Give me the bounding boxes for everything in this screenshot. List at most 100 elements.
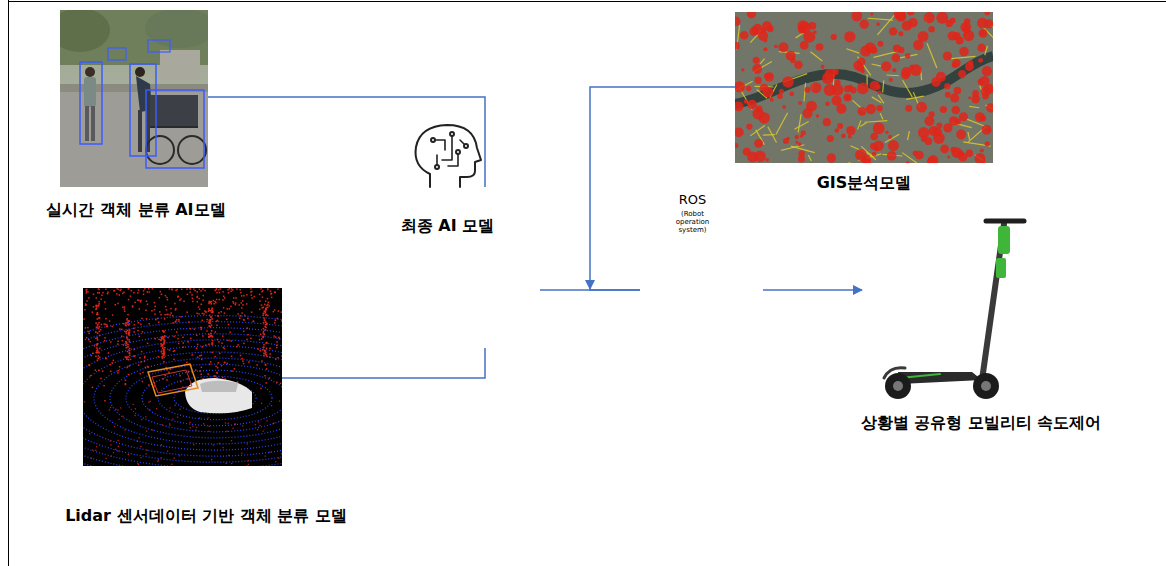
lidar-points-part bbox=[263, 313, 265, 315]
lidar-points-part bbox=[274, 309, 276, 311]
lidar-scan-rings-part bbox=[83, 340, 282, 456]
lidar-points-part bbox=[144, 288, 146, 290]
gis-hotspots-part bbox=[837, 123, 843, 129]
lidar-points-part bbox=[83, 318, 85, 320]
lidar-points-part bbox=[140, 324, 142, 326]
gis-hotspots-part bbox=[743, 148, 751, 156]
lidar-points-part bbox=[175, 405, 176, 406]
lidar-points-part bbox=[163, 350, 165, 352]
lidar-points-part bbox=[222, 299, 224, 301]
gis-hotspots-part bbox=[982, 66, 992, 76]
lidar-points-part bbox=[129, 352, 131, 354]
lidar-points-part bbox=[160, 291, 162, 293]
lidar-points-part bbox=[265, 382, 267, 384]
gis-hotspots-part bbox=[980, 148, 984, 152]
lidar-scan-rings-part bbox=[83, 328, 282, 466]
gis-hotspots-part bbox=[918, 31, 929, 42]
lidar-points-part bbox=[170, 369, 172, 371]
gis-hotspots-part bbox=[816, 114, 820, 118]
lidar-points-part bbox=[92, 449, 93, 450]
gis-hotspots-part bbox=[887, 151, 897, 161]
lidar-points-part bbox=[134, 324, 136, 326]
lidar-points-part bbox=[96, 352, 98, 354]
lidar-points-part bbox=[186, 362, 188, 364]
lidar-points-part bbox=[199, 308, 201, 310]
lidar-points-part bbox=[106, 326, 108, 328]
lidar-points-part bbox=[128, 454, 129, 455]
gis-hotspots-part bbox=[798, 101, 802, 105]
lidar-points-part bbox=[227, 363, 229, 365]
lidar-points-part bbox=[265, 309, 267, 311]
lidar-points-part bbox=[170, 308, 172, 310]
gis-hotspots-part bbox=[827, 135, 834, 142]
lidar-points-part bbox=[122, 340, 124, 342]
lidar-points-part bbox=[255, 424, 256, 425]
gis-hotspots-part bbox=[936, 72, 946, 82]
lidar-points-part bbox=[203, 295, 205, 297]
gis-hotspots-part bbox=[777, 94, 783, 100]
gis-hotspots-part bbox=[936, 123, 942, 129]
lidar-points-part bbox=[228, 455, 229, 456]
gis-hotspots-part bbox=[825, 102, 830, 107]
gis-hotspots-part bbox=[873, 140, 883, 150]
lidar-points-part bbox=[96, 337, 98, 339]
ai-brain-icon bbox=[416, 125, 481, 187]
lidar-points-part bbox=[271, 293, 273, 295]
lidar-points-part bbox=[123, 323, 125, 325]
lidar-points-part bbox=[250, 288, 252, 290]
lidar-points-part bbox=[129, 339, 131, 341]
lidar-points-part bbox=[235, 302, 237, 304]
gis-hotspots-part bbox=[735, 143, 738, 148]
gis-roads-part bbox=[908, 131, 910, 140]
lidar-points-part bbox=[211, 330, 213, 332]
lidar-points-part bbox=[141, 419, 142, 420]
gis-hotspots-part bbox=[958, 153, 967, 162]
lidar-points-part bbox=[210, 320, 212, 322]
gis-hotspots-part bbox=[888, 135, 892, 139]
gis-roads-part bbox=[768, 127, 777, 143]
gis-hotspots-part bbox=[980, 31, 984, 35]
lidar-points-part bbox=[209, 364, 211, 366]
lidar-points-part bbox=[216, 299, 218, 301]
gis-roads-part bbox=[858, 120, 861, 129]
gis-hotspots-part bbox=[794, 61, 802, 69]
lidar-points-part bbox=[128, 288, 130, 290]
connector-line bbox=[282, 348, 485, 378]
lidar-points-part bbox=[232, 428, 233, 429]
gis-roads-part bbox=[831, 163, 850, 164]
lidar-points-part bbox=[93, 293, 95, 295]
lidar-points-part bbox=[96, 318, 98, 320]
lidar-points-part bbox=[187, 341, 189, 343]
lidar-points-part bbox=[208, 308, 210, 310]
lidar-points-part bbox=[190, 338, 192, 340]
lidar-points-part bbox=[98, 301, 100, 303]
lidar-points-part bbox=[110, 444, 111, 445]
lidar-points-part bbox=[189, 291, 191, 293]
lidar-points-part bbox=[129, 348, 131, 350]
street-photo-part bbox=[60, 10, 110, 52]
lidar-points-part bbox=[263, 322, 265, 324]
lidar-points-part bbox=[253, 320, 255, 322]
gis-hotspots-part bbox=[866, 104, 876, 114]
gis-hotspots-part bbox=[876, 22, 880, 26]
lidar-points-part bbox=[263, 317, 265, 319]
lidar-points-part bbox=[217, 320, 219, 322]
e-scooter-part bbox=[884, 368, 905, 378]
lidar-points-part bbox=[246, 339, 248, 341]
lidar-points-part bbox=[128, 299, 130, 301]
lidar-points-part bbox=[211, 310, 213, 312]
gis-hotspots-part bbox=[846, 126, 855, 135]
lidar-points-part bbox=[257, 348, 259, 350]
gis-hotspots-part bbox=[947, 155, 950, 158]
lidar-points-part bbox=[201, 304, 203, 306]
lidar-points-part bbox=[97, 358, 99, 360]
lidar-points-part bbox=[148, 291, 150, 293]
lidar-points-part bbox=[182, 346, 184, 348]
lidar-points-part bbox=[234, 368, 236, 370]
lidar-points-part bbox=[188, 371, 190, 373]
lidar-points-part bbox=[103, 385, 105, 387]
lidar-scan-rings-part bbox=[142, 370, 282, 425]
gis-hotspots-part bbox=[735, 42, 740, 50]
lidar-points-part bbox=[121, 335, 123, 337]
lidar-points-part bbox=[162, 378, 164, 380]
